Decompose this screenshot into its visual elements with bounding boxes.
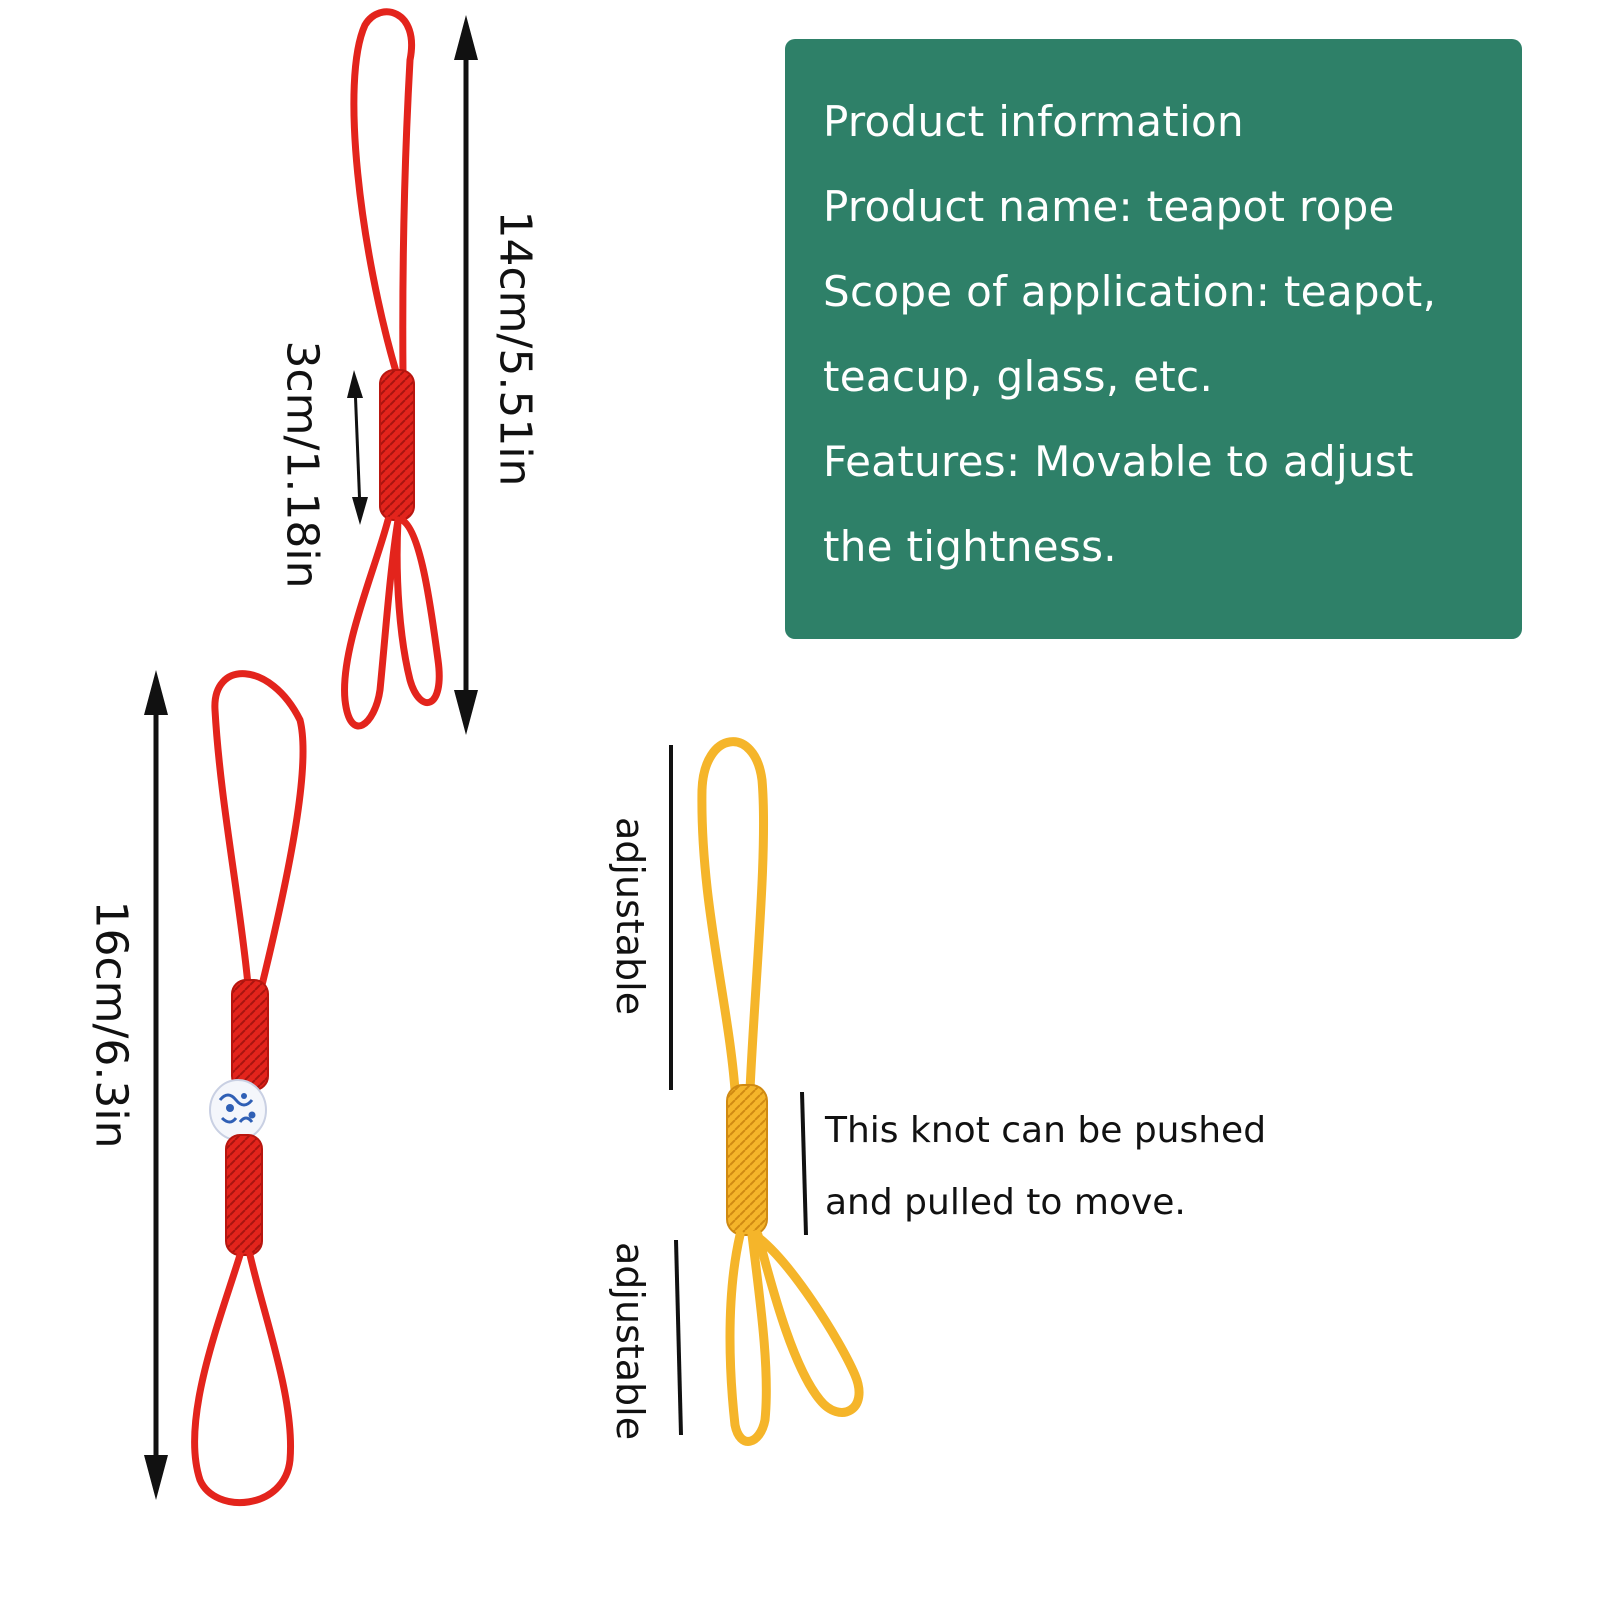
info-scope-line2: teacup, glass, etc.	[823, 352, 1214, 401]
rope-bottom-loop-right	[393, 516, 443, 706]
rope-knot-lower	[225, 1134, 263, 1256]
knot-note-line1: This knot can be pushed	[825, 1110, 1267, 1151]
length-arrow-16cm	[144, 670, 168, 1500]
info-features-line2: the tightness.	[823, 522, 1117, 571]
length-arrow-3cm	[347, 370, 368, 525]
rope-top-loop	[350, 8, 415, 379]
label-knot-length: 3cm/1.18in	[276, 340, 328, 589]
rope-bottom-loop-left	[725, 1230, 771, 1446]
info-heading: Product information	[823, 97, 1244, 146]
length-arrow-14cm	[454, 15, 478, 735]
info-product-name: Product name: teapot rope	[823, 182, 1395, 231]
rope-top-loop	[697, 737, 769, 1095]
bead-pattern	[218, 1093, 254, 1124]
rope-knot	[726, 1084, 768, 1236]
rope-bottom-loop-left	[341, 516, 402, 730]
red-rope-short	[341, 8, 443, 730]
red-rope-long	[191, 670, 307, 1506]
label-total-length-top: 14cm/5.51in	[489, 210, 541, 487]
rope-top-loop	[211, 670, 307, 989]
label-adjustable-upper: adjustable	[608, 817, 652, 1016]
info-features-line1: Features: Movable to adjust	[823, 437, 1414, 486]
rope-bottom-loop	[191, 1251, 295, 1506]
knot-note-line2: and pulled to move.	[825, 1182, 1186, 1223]
adjustable-lower-line	[674, 1239, 683, 1436]
rope-bottom-loop-right	[750, 1230, 864, 1417]
info-scope-line1: Scope of application: teapot,	[823, 267, 1437, 316]
yellow-rope	[697, 737, 864, 1446]
rope-knot	[379, 369, 415, 521]
knot-marker-line	[800, 1091, 808, 1236]
product-info-panel: Product information Product name: teapot…	[785, 39, 1522, 639]
knot-note: This knot can be pushed and pulled to mo…	[825, 1095, 1266, 1239]
label-total-length-left: 16cm/6.3in	[85, 900, 137, 1149]
ceramic-bead	[209, 1079, 267, 1141]
rope-knot-upper	[231, 979, 269, 1091]
label-adjustable-lower: adjustable	[608, 1242, 652, 1441]
